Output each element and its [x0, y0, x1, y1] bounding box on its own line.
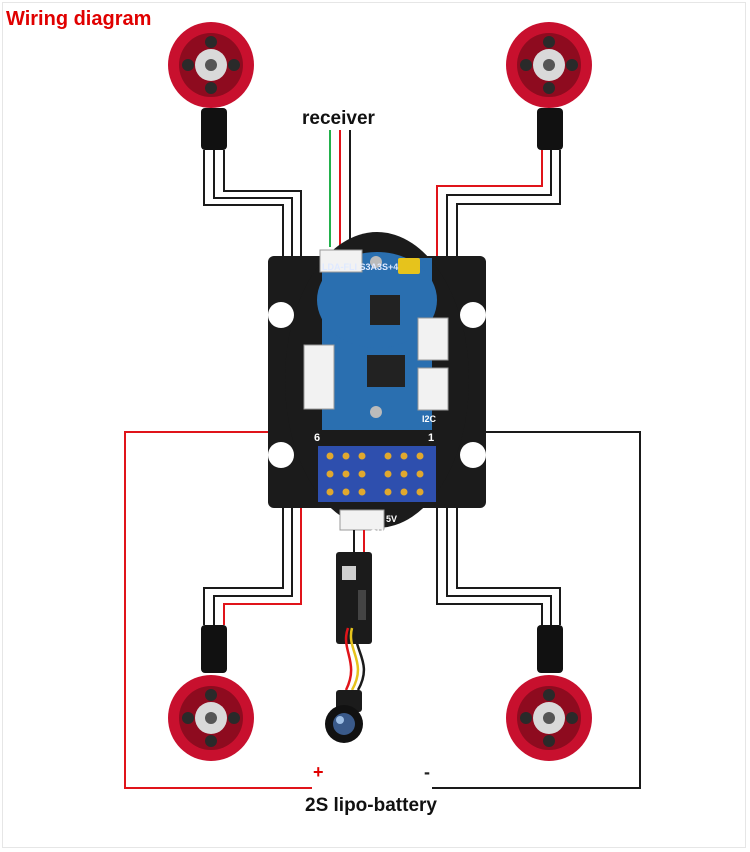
receiver-label: receiver: [302, 108, 375, 129]
battery-lead-red: [124, 431, 318, 789]
fpv-camera: [325, 690, 363, 743]
battery-plus-label: +: [313, 762, 324, 782]
battery-minus-label: -: [424, 762, 430, 782]
diagram-title: Wiring diagram: [6, 8, 152, 30]
5v-label: 5V: [386, 514, 398, 524]
camera-cable: [344, 627, 365, 691]
flight-controller-board: [268, 232, 486, 531]
motor-top-left: [168, 22, 254, 150]
motor-wires-bottom-left: [203, 505, 302, 625]
motor-bottom-right: [506, 625, 592, 761]
receiver-wires: [329, 130, 351, 247]
motor-wires-top-right: [436, 150, 561, 258]
motor-wires-bottom-right: [436, 505, 561, 625]
motor-bottom-left: [168, 625, 254, 761]
motor-wires-top-left: [203, 150, 302, 258]
vtx-module: [336, 530, 372, 644]
battery-lead-black: [432, 431, 641, 789]
motor-top-right: [506, 22, 592, 150]
i2c-label: I2C: [422, 414, 437, 424]
pad-number-left: 6: [314, 432, 321, 444]
battery-label: 2S lipo-battery: [305, 795, 437, 816]
out-label: OUT: [370, 528, 389, 538]
pad-number-right: 1: [428, 432, 435, 444]
board-silkscreen: LDA-FLI S3A3S+4: [322, 262, 399, 272]
